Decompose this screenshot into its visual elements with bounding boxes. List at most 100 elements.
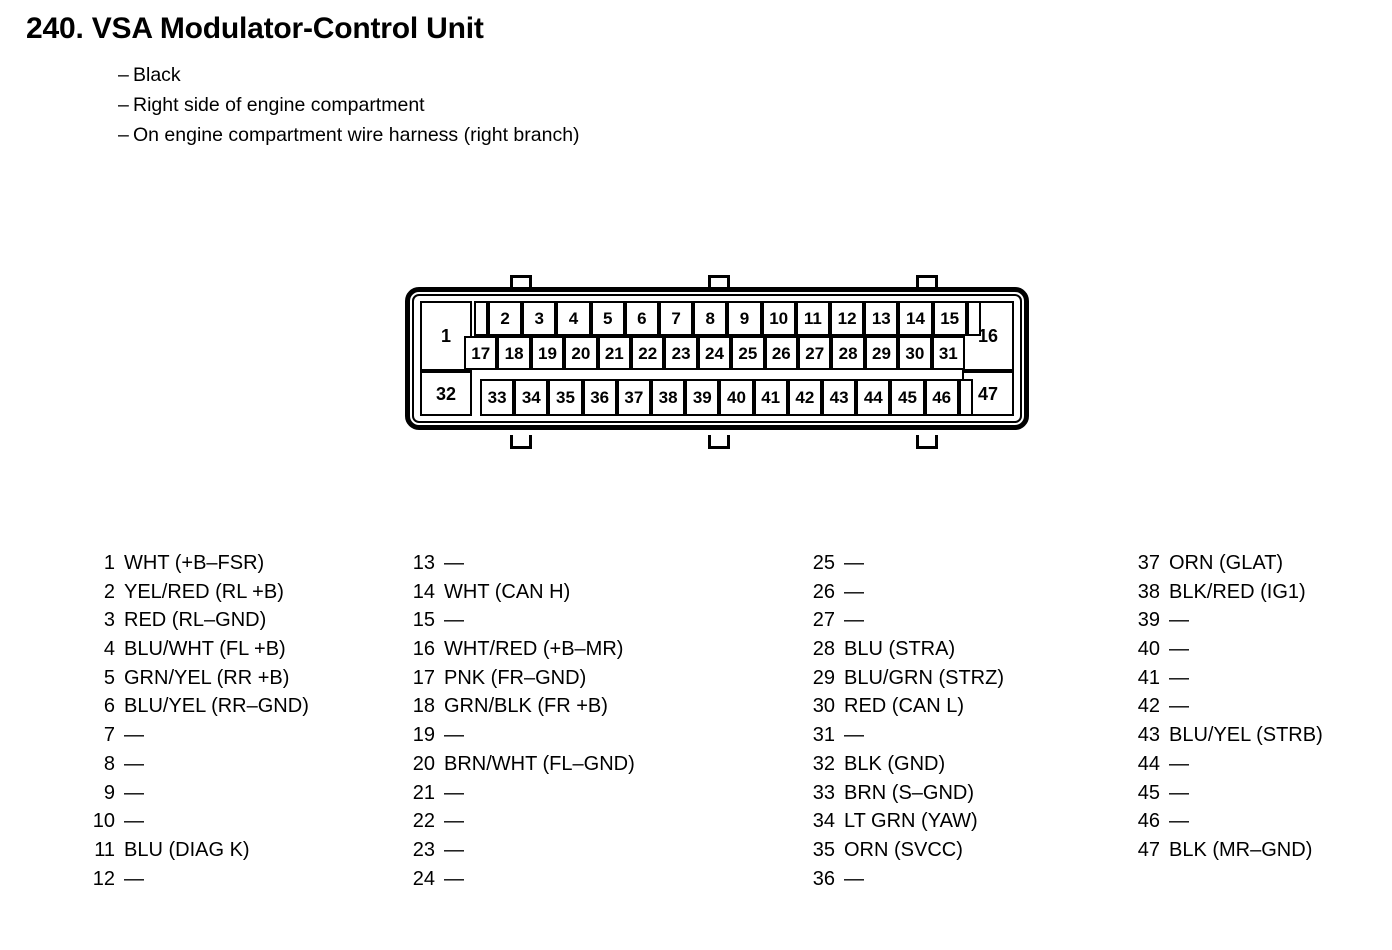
pin-number: 46 bbox=[1137, 810, 1160, 833]
pin-number: 13 bbox=[412, 552, 435, 574]
pin-wire-description: BRN (S–GND) bbox=[844, 781, 975, 804]
connector-pin-39: 39 bbox=[685, 379, 720, 416]
pin-wire-description: LT GRN (YAW) bbox=[844, 810, 978, 833]
pin-number: 31 bbox=[812, 724, 835, 747]
connector-pin-33: 33 bbox=[480, 379, 515, 416]
pin-number: 9 bbox=[103, 781, 115, 804]
pin-number: 47 bbox=[1137, 838, 1160, 861]
pin-number: 18 bbox=[412, 695, 435, 718]
pin-number: 42 bbox=[1137, 695, 1160, 718]
pin-wire-description: — bbox=[844, 867, 864, 890]
pin-list-row: 40 — bbox=[1130, 638, 1323, 667]
pin-wire-description: BLU/WHT (FL +B) bbox=[124, 638, 286, 661]
pin-list-row: 39 — bbox=[1130, 609, 1323, 638]
pin-list-row: 22 — bbox=[405, 810, 635, 839]
pin-wire-description: — bbox=[444, 724, 464, 747]
pin-list-row: 4 BLU/WHT (FL +B) bbox=[85, 638, 309, 667]
pin-wire-description: — bbox=[844, 580, 864, 603]
pin-list-row: 44— bbox=[1130, 753, 1323, 782]
pin-list-row: 8— bbox=[85, 753, 309, 782]
pin-list-row: 47 BLK (MR–GND) bbox=[1130, 839, 1323, 868]
pin-list-row: 42— bbox=[1130, 695, 1323, 724]
pin-number: 11 bbox=[94, 838, 115, 861]
connector-pin-2: 2 bbox=[488, 301, 523, 336]
pin-number: 17 bbox=[412, 666, 435, 689]
pin-wire-description: WHT (CAN H) bbox=[444, 580, 571, 603]
pin-wire-description: — bbox=[1169, 638, 1189, 661]
connector-pin-30: 30 bbox=[898, 336, 932, 370]
connector-pin-3: 3 bbox=[522, 301, 557, 336]
pin-wire-description: ORN (GLAT) bbox=[1169, 552, 1284, 574]
connector-pin-37: 37 bbox=[616, 379, 651, 416]
connector-pin-42: 42 bbox=[787, 379, 822, 416]
pin-wire-description: BLK/RED (IG1) bbox=[1169, 580, 1306, 603]
pin-number: 20 bbox=[412, 752, 435, 775]
pin-number: 7 bbox=[103, 724, 115, 747]
connector-pin-45: 45 bbox=[890, 379, 925, 416]
pin-number: 26 bbox=[812, 580, 835, 603]
pin-wire-description: — bbox=[444, 838, 464, 861]
bullet-dash-icon: – bbox=[118, 64, 129, 86]
connector-pin-26: 26 bbox=[764, 336, 798, 370]
pin-number: 27 bbox=[812, 609, 835, 632]
connector-mount-tab-top bbox=[510, 275, 532, 289]
pin-list-row: 33 BRN (S–GND) bbox=[805, 782, 1004, 811]
pin-number: 40 bbox=[1137, 638, 1160, 661]
pin-number: 3 bbox=[103, 609, 115, 632]
pin-number: 35 bbox=[812, 838, 835, 861]
connector-pin-43: 43 bbox=[822, 379, 857, 416]
pin-number: 33 bbox=[812, 781, 835, 804]
pin-number: 14 bbox=[412, 580, 435, 603]
pin-wire-description: — bbox=[444, 810, 464, 833]
pin-number: 39 bbox=[1137, 609, 1160, 632]
pin-list-row: 19 — bbox=[405, 724, 635, 753]
pin-wire-description: — bbox=[124, 867, 144, 890]
pin-list-row: 21— bbox=[405, 782, 635, 811]
pin-list-row: 7— bbox=[85, 724, 309, 753]
connector-pin-6: 6 bbox=[624, 301, 659, 336]
pin-number: 23 bbox=[412, 838, 435, 861]
pin-number: 22 bbox=[412, 810, 435, 833]
header-bullet-item: –Black bbox=[118, 60, 580, 90]
pin-list-row: 9— bbox=[85, 782, 309, 811]
header-bullet-text: On engine compartment wire harness (righ… bbox=[133, 124, 580, 146]
connector-pin-47: 47 bbox=[962, 371, 1014, 416]
connector-pin-17: 17 bbox=[464, 336, 498, 370]
connector-mount-tab-top bbox=[708, 275, 730, 289]
pin-wire-description: BLK (MR–GND) bbox=[1169, 838, 1313, 861]
pin-wire-description: BLU (STRA) bbox=[844, 638, 956, 661]
connector-pin-11: 11 bbox=[795, 301, 830, 336]
pin-number: 19 bbox=[412, 724, 435, 747]
connector-pin-12: 12 bbox=[830, 301, 865, 336]
connector-pin-13: 13 bbox=[864, 301, 899, 336]
pin-number: 30 bbox=[812, 695, 835, 718]
connector-pin-46: 46 bbox=[924, 379, 959, 416]
pin-number: 4 bbox=[103, 638, 115, 661]
pin-number: 12 bbox=[92, 867, 115, 890]
pin-wire-description: RED (CAN L) bbox=[844, 695, 965, 718]
connector-pin-9: 9 bbox=[727, 301, 762, 336]
pin-wire-description: WHT/RED (+B–MR) bbox=[444, 638, 624, 661]
connector-blank-cell bbox=[966, 301, 981, 336]
pin-number: 15 bbox=[412, 609, 435, 632]
pin-number: 5 bbox=[103, 666, 115, 689]
connector-pin-29: 29 bbox=[864, 336, 899, 370]
pin-list-row: 25— bbox=[805, 552, 1004, 581]
pin-wire-description: — bbox=[844, 724, 864, 747]
pin-number: 37 bbox=[1137, 552, 1160, 574]
page-title: 240. VSA Modulator-Control Unit bbox=[26, 12, 484, 45]
pin-number: 21 bbox=[412, 781, 435, 804]
pin-wire-description: — bbox=[1169, 609, 1189, 632]
connector-blank-cell bbox=[958, 379, 973, 416]
pin-wire-description: BLK (GND) bbox=[844, 752, 946, 775]
pin-number: 1 bbox=[103, 552, 115, 574]
pin-wire-description: BLU/GRN (STRZ) bbox=[844, 666, 1004, 689]
